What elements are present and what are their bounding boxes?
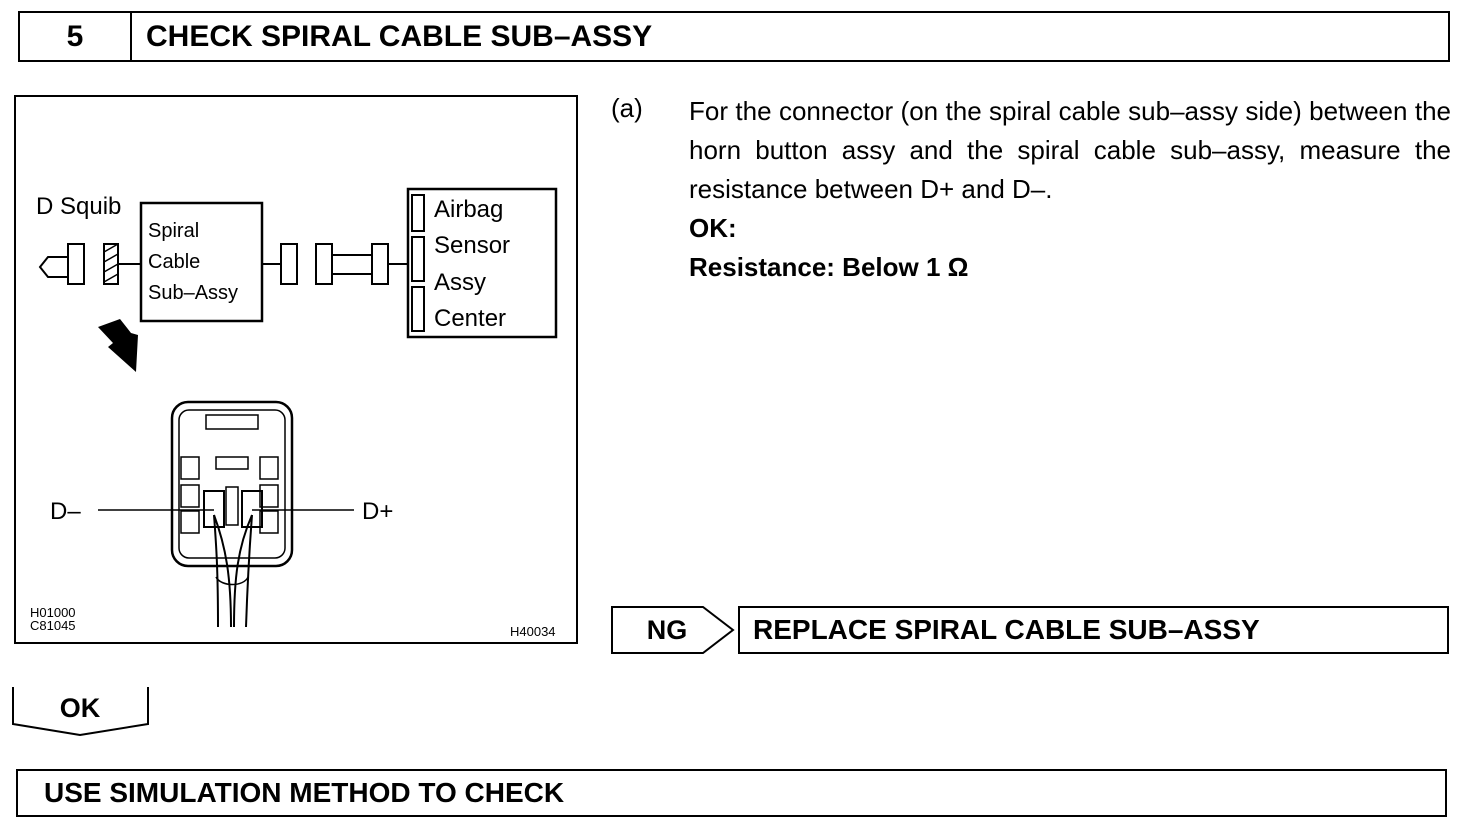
wiring-diagram: D Squib Spiral Cable Sub–Assy Airbag Sen… (30, 187, 558, 639)
connector-face-icon (170, 400, 294, 628)
ng-label: NG (646, 614, 688, 645)
step-header: 5 CHECK SPIRAL CABLE SUB–ASSY (18, 11, 1450, 62)
spiral-cable-line-1: Spiral (148, 220, 199, 242)
instruction-text: For the connector (on the spiral cable s… (689, 96, 1451, 204)
step-number: 5 (20, 13, 132, 60)
airbag-line-4: Center (434, 305, 506, 332)
figure-code-right: H40034 (510, 624, 556, 639)
squib-connector-icon (67, 243, 85, 285)
wiring-figure: D Squib Spiral Cable Sub–Assy Airbag Sen… (14, 95, 578, 644)
cable-connector-icon (280, 243, 298, 285)
resistance-spec: Resistance: Below 1 Ω (689, 252, 969, 282)
instruction-block: For the connector (on the spiral cable s… (689, 92, 1451, 287)
airbag-line-2: Sensor (434, 232, 510, 259)
harness-connector-left-icon (315, 243, 333, 285)
squib-plug-icon (38, 256, 69, 278)
spiral-cable-box (139, 201, 264, 323)
step-marker: (a) (611, 93, 643, 123)
spiral-cable-line-2: Cable (148, 251, 200, 273)
step-title: CHECK SPIRAL CABLE SUB–ASSY (146, 19, 653, 53)
ng-result-box: REPLACE SPIRAL CABLE SUB–ASSY (738, 606, 1449, 654)
figure-code-left-1: H01000 (30, 605, 76, 620)
d-squib-label: D Squib (36, 193, 121, 220)
ng-tag: NG (611, 606, 735, 654)
harness-connector-right-icon (371, 243, 389, 285)
arrow-down-icon (98, 319, 138, 372)
spiral-cable-line-3: Sub–Assy (148, 282, 238, 304)
airbag-line-1: Airbag (434, 196, 503, 223)
ok-tag: OK (12, 686, 152, 736)
final-action-box: USE SIMULATION METHOD TO CHECK (16, 769, 1447, 817)
ok-label: OK: (689, 213, 737, 243)
d-plus-label: D+ (362, 498, 393, 525)
airbag-line-3: Assy (434, 269, 486, 296)
figure-code-left-2: C81045 (30, 618, 76, 633)
d-minus-label: D– (50, 498, 81, 525)
ok-label-tag: OK (59, 692, 101, 723)
